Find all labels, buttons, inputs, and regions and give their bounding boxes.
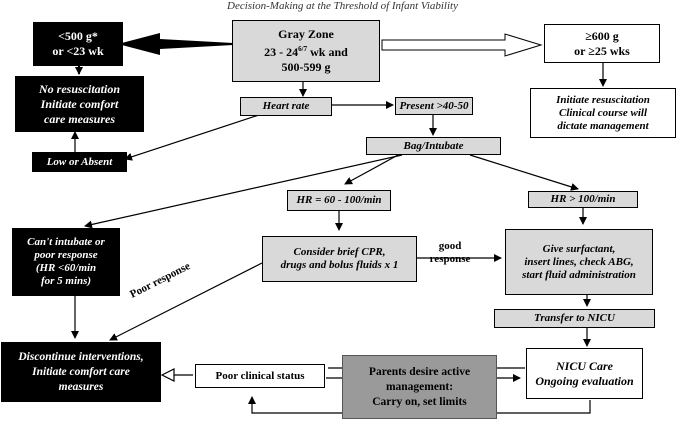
label-good-response: good response bbox=[429, 240, 471, 265]
node-gray-zone: Gray Zone 23 - 246/7 wk and 500-599 g bbox=[232, 20, 380, 82]
node-no-resuscitation: No resuscitation Initiate comfort care m… bbox=[15, 76, 144, 132]
node-transfer-nicu: Transfer to NICU bbox=[494, 309, 655, 328]
node-bag-intubate: Bag/Intubate bbox=[366, 137, 501, 155]
node-consider-cpr: Consider brief CPR, drugs and bolus flui… bbox=[262, 236, 417, 282]
node-low-or-absent: Low or Absent bbox=[32, 152, 127, 172]
diagram-title: Decision-Making at the Threshold of Infa… bbox=[227, 0, 458, 12]
node-initiate-resuscitation: Initiate resuscitation Clinical course w… bbox=[530, 88, 676, 138]
node-hr-over-100: HR > 100/min bbox=[528, 191, 638, 208]
node-give-surfactant: Give surfactant, insert lines, check ABG… bbox=[505, 229, 653, 295]
node-nicu-care: NICU Care Ongoing evaluation bbox=[526, 348, 643, 399]
node-under-500g: <500 g* or <23 wk bbox=[33, 22, 123, 66]
node-parents-desire: Parents desire active management: Carry … bbox=[342, 355, 497, 419]
node-over-600g: ≥600 g or ≥25 wks bbox=[544, 24, 660, 63]
node-hr-60-100: HR = 60 - 100/min bbox=[287, 190, 391, 211]
node-present: Present >40-50 bbox=[395, 97, 473, 115]
node-discontinue-interventions: Discontinue interventions, Initiate comf… bbox=[1, 342, 161, 402]
arrow-to-under500 bbox=[118, 33, 233, 55]
node-heart-rate: Heart rate bbox=[240, 97, 332, 116]
node-cant-intubate: Can't intubate or poor response (HR <60/… bbox=[12, 228, 120, 296]
node-poor-clinical-status: Poor clinical status bbox=[195, 364, 325, 388]
arrow-to-over600 bbox=[381, 33, 543, 57]
